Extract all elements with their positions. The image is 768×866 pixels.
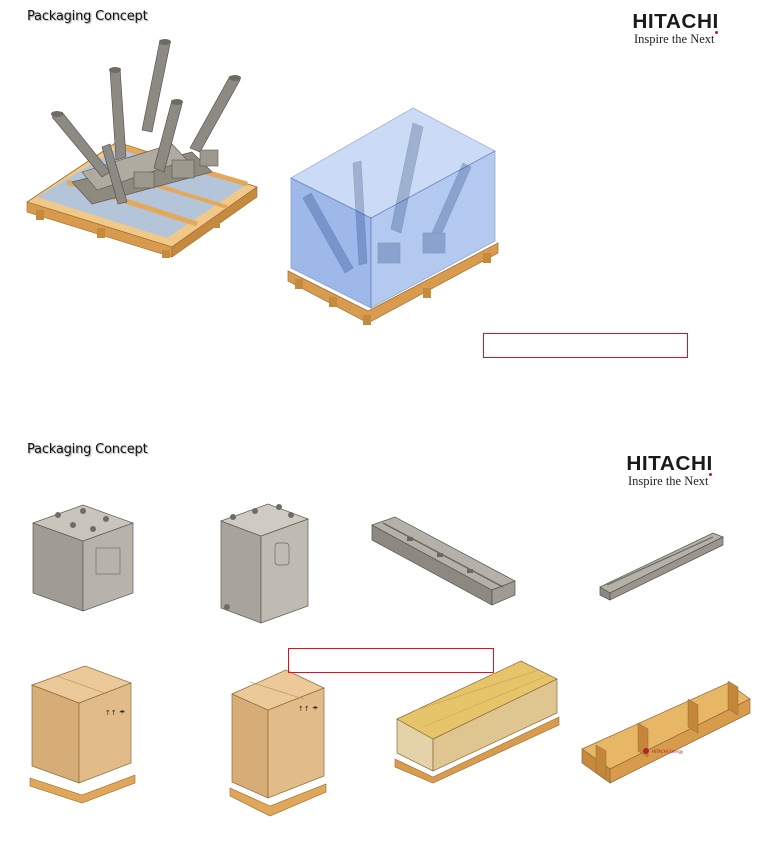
logo-brand: HITACHI [632, 11, 719, 33]
hitachi-logo-2: HITACHI Inspire the Next [626, 453, 713, 488]
logo-tagline-text-2: Inspire the Next [628, 474, 709, 488]
slide-2: Packaging Concept HITACHI Inspire the Ne… [0, 433, 768, 866]
logo-tagline-text: Inspire the Next [634, 32, 715, 46]
control-cabinet-1-image [31, 504, 135, 612]
hitachi-logo: HITACHI Inspire the Next [632, 11, 719, 46]
carton-box-1-image: ↑↑ ☂ [29, 665, 136, 804]
svg-text:HITACHI Energy: HITACHI Energy [652, 749, 684, 754]
slide-1-title: Packaging Concept [27, 9, 148, 24]
logo-dot-icon [715, 31, 719, 34]
carton-box-2-image: ↑↑ ☂ [229, 669, 327, 817]
wrapped-breaker-image [287, 107, 499, 325]
wooden-crate-slatted-image: HITACHI Energy [581, 680, 751, 784]
svg-text:↑↑ ☂: ↑↑ ☂ [298, 705, 318, 713]
highlight-box-1 [483, 333, 688, 358]
slide-2-title: Packaging Concept [27, 442, 148, 457]
breaker-on-pallet-image [26, 39, 258, 258]
logo-dot-icon-2 [709, 473, 713, 476]
control-cabinet-2-image [219, 503, 310, 624]
logo-brand-2: HITACHI [626, 453, 713, 475]
long-frame-1-image [371, 516, 516, 606]
slide-1: Packaging Concept HITACHI Inspire the Ne… [0, 0, 768, 420]
logo-tagline-2: Inspire the Next [628, 473, 713, 488]
highlight-box-2 [288, 648, 494, 673]
long-frame-2-image [599, 532, 724, 601]
svg-text:↑↑ ☂: ↑↑ ☂ [105, 709, 125, 717]
logo-tagline: Inspire the Next [634, 31, 719, 46]
wooden-crate-long-image [394, 660, 560, 784]
